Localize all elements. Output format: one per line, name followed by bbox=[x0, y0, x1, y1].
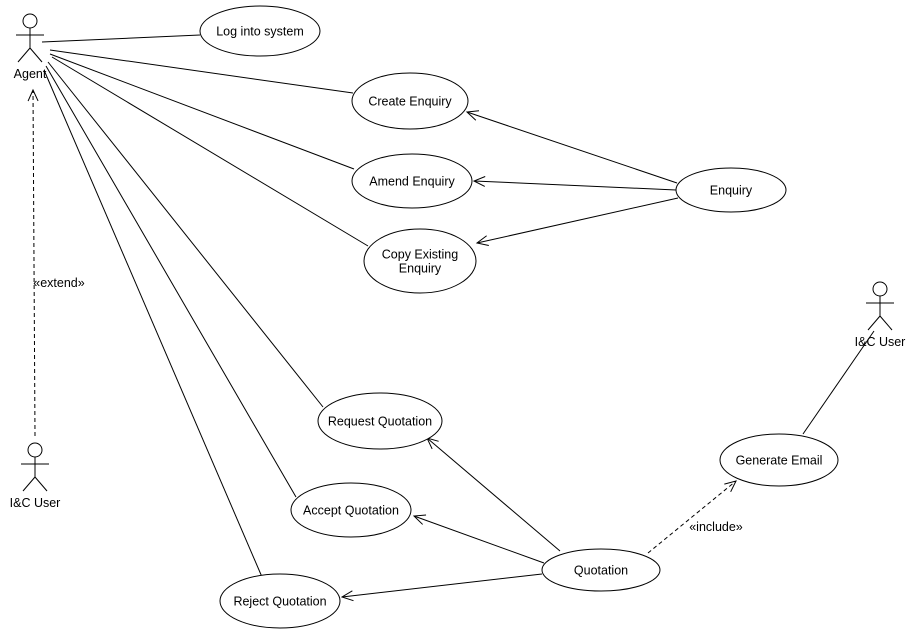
edge-agent-create-enquiry bbox=[49, 49, 354, 94]
use-case-create-enquiry[interactable]: Create Enquiry bbox=[351, 72, 469, 130]
use-case-ellipse[interactable] bbox=[351, 153, 473, 209]
connector-line bbox=[43, 69, 263, 578]
use-case-label: Create Enquiry bbox=[368, 95, 452, 109]
actor-ic-user-right[interactable]: I&C User bbox=[855, 281, 906, 349]
use-case-ellipse[interactable] bbox=[719, 433, 839, 487]
actor-head bbox=[27, 442, 43, 458]
edge-enquiry-create-enquiry bbox=[465, 110, 678, 184]
connector-line bbox=[41, 34, 201, 43]
use-case-label: Reject Quotation bbox=[233, 595, 326, 609]
connector-line bbox=[47, 61, 324, 408]
use-case-request-quotation[interactable]: Request Quotation bbox=[317, 392, 443, 450]
actor-head bbox=[22, 13, 38, 29]
connector-line bbox=[802, 330, 875, 435]
use-case-generate-email[interactable]: Generate Email bbox=[719, 433, 839, 487]
connector-line bbox=[412, 514, 545, 564]
use-case-ellipse[interactable] bbox=[363, 228, 477, 294]
edge-agent-log-into-system bbox=[41, 34, 201, 43]
stereotype-label-ic-user-left-agent: «extend» bbox=[33, 276, 84, 290]
use-case-label: Request Quotation bbox=[328, 415, 432, 429]
actor-label: I&C User bbox=[855, 335, 906, 349]
actor-left-leg bbox=[867, 315, 881, 331]
use-case-ellipse[interactable] bbox=[199, 5, 321, 57]
use-case-ellipse[interactable] bbox=[541, 548, 661, 592]
edge-agent-accept-quotation bbox=[45, 65, 297, 498]
actor-ic-user-left[interactable]: I&C User bbox=[10, 442, 61, 510]
actor-right-leg bbox=[879, 315, 893, 331]
use-case-ellipse[interactable] bbox=[351, 72, 469, 130]
actor-left-leg bbox=[17, 47, 31, 63]
edge-agent-amend-enquiry bbox=[49, 53, 355, 170]
connector-line bbox=[472, 176, 677, 191]
edge-quotation-accept-quotation bbox=[412, 514, 545, 564]
use-case-enquiry[interactable]: Enquiry bbox=[675, 167, 787, 213]
connector-line bbox=[465, 110, 678, 184]
edge-agent-reject-quotation bbox=[43, 69, 263, 578]
connector-line bbox=[49, 49, 354, 94]
edge-enquiry-copy-existing-enquiry bbox=[475, 197, 679, 246]
connector-line bbox=[426, 437, 561, 552]
edge-agent-request-quotation bbox=[47, 61, 324, 408]
use-case-label: Enquiry bbox=[710, 184, 753, 198]
connector-line bbox=[49, 53, 355, 170]
edge-quotation-generate-email: «include» bbox=[647, 480, 743, 554]
stereotype-label-quotation-generate-email: «include» bbox=[689, 520, 743, 534]
connector-line bbox=[45, 65, 297, 498]
edge-quotation-reject-quotation bbox=[340, 573, 543, 602]
actor-right-leg bbox=[29, 47, 43, 63]
dashed-connector-line bbox=[27, 88, 39, 437]
use-case-amend-enquiry[interactable]: Amend Enquiry bbox=[351, 153, 473, 209]
use-case-log-into-system[interactable]: Log into system bbox=[199, 5, 321, 57]
connector-line bbox=[340, 573, 543, 602]
actor-label: Agent bbox=[14, 67, 47, 81]
use-case-label: Quotation bbox=[574, 564, 628, 578]
connector-line bbox=[51, 56, 369, 247]
use-case-label: Generate Email bbox=[736, 454, 823, 468]
actor-head bbox=[872, 281, 888, 297]
use-case-label: Amend Enquiry bbox=[369, 175, 455, 189]
dashed-connector-line bbox=[647, 480, 737, 554]
use-case-label: Accept Quotation bbox=[303, 504, 399, 518]
edge-ic-user-left-agent: «extend» bbox=[27, 88, 85, 437]
use-case-ellipse[interactable] bbox=[675, 167, 787, 213]
use-case-ellipse[interactable] bbox=[317, 392, 443, 450]
connector-line bbox=[475, 197, 679, 246]
use-case-ellipse[interactable] bbox=[290, 482, 412, 538]
use-case-reject-quotation[interactable]: Reject Quotation bbox=[219, 573, 341, 629]
edge-quotation-request-quotation bbox=[426, 437, 561, 552]
actor-right-leg bbox=[34, 476, 48, 492]
actor-left-leg bbox=[22, 476, 36, 492]
edge-ic-user-right-generate-email bbox=[802, 330, 875, 435]
edge-agent-copy-existing-enquiry bbox=[51, 56, 369, 247]
edge-enquiry-amend-enquiry bbox=[472, 176, 677, 191]
use-case-quotation[interactable]: Quotation bbox=[541, 548, 661, 592]
use-case-label: Log into system bbox=[216, 25, 304, 39]
actor-agent[interactable]: Agent bbox=[14, 13, 47, 81]
actor-label: I&C User bbox=[10, 496, 61, 510]
use-case-ellipse[interactable] bbox=[219, 573, 341, 629]
use-case-accept-quotation[interactable]: Accept Quotation bbox=[290, 482, 412, 538]
